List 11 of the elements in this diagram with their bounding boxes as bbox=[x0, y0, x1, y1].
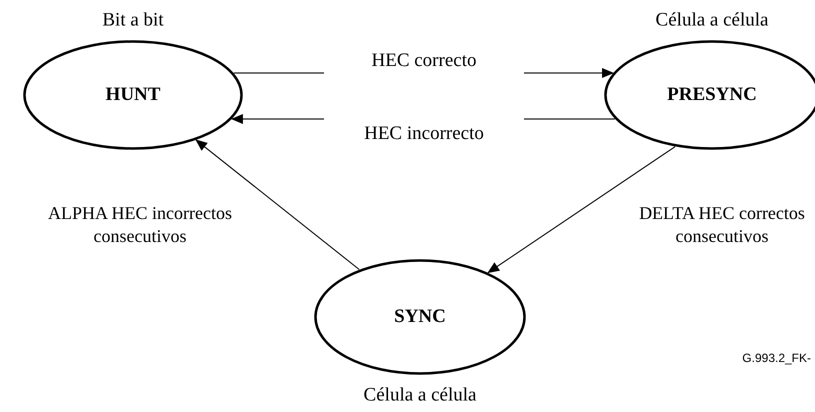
arrow bbox=[487, 146, 676, 274]
state-name: HUNT bbox=[106, 82, 160, 107]
state-caption: Célula a célula bbox=[364, 386, 476, 404]
state-caption: Bit a bit bbox=[102, 10, 164, 30]
state-name: PRESYNC bbox=[667, 82, 757, 107]
figure-id: G.993.2_FK- bbox=[742, 350, 811, 367]
state-ellipse bbox=[314, 259, 526, 375]
state-name: SYNC bbox=[394, 304, 446, 329]
state-caption: Célula a célula bbox=[656, 10, 768, 30]
state-ellipse bbox=[23, 40, 243, 150]
arrow bbox=[195, 139, 360, 270]
